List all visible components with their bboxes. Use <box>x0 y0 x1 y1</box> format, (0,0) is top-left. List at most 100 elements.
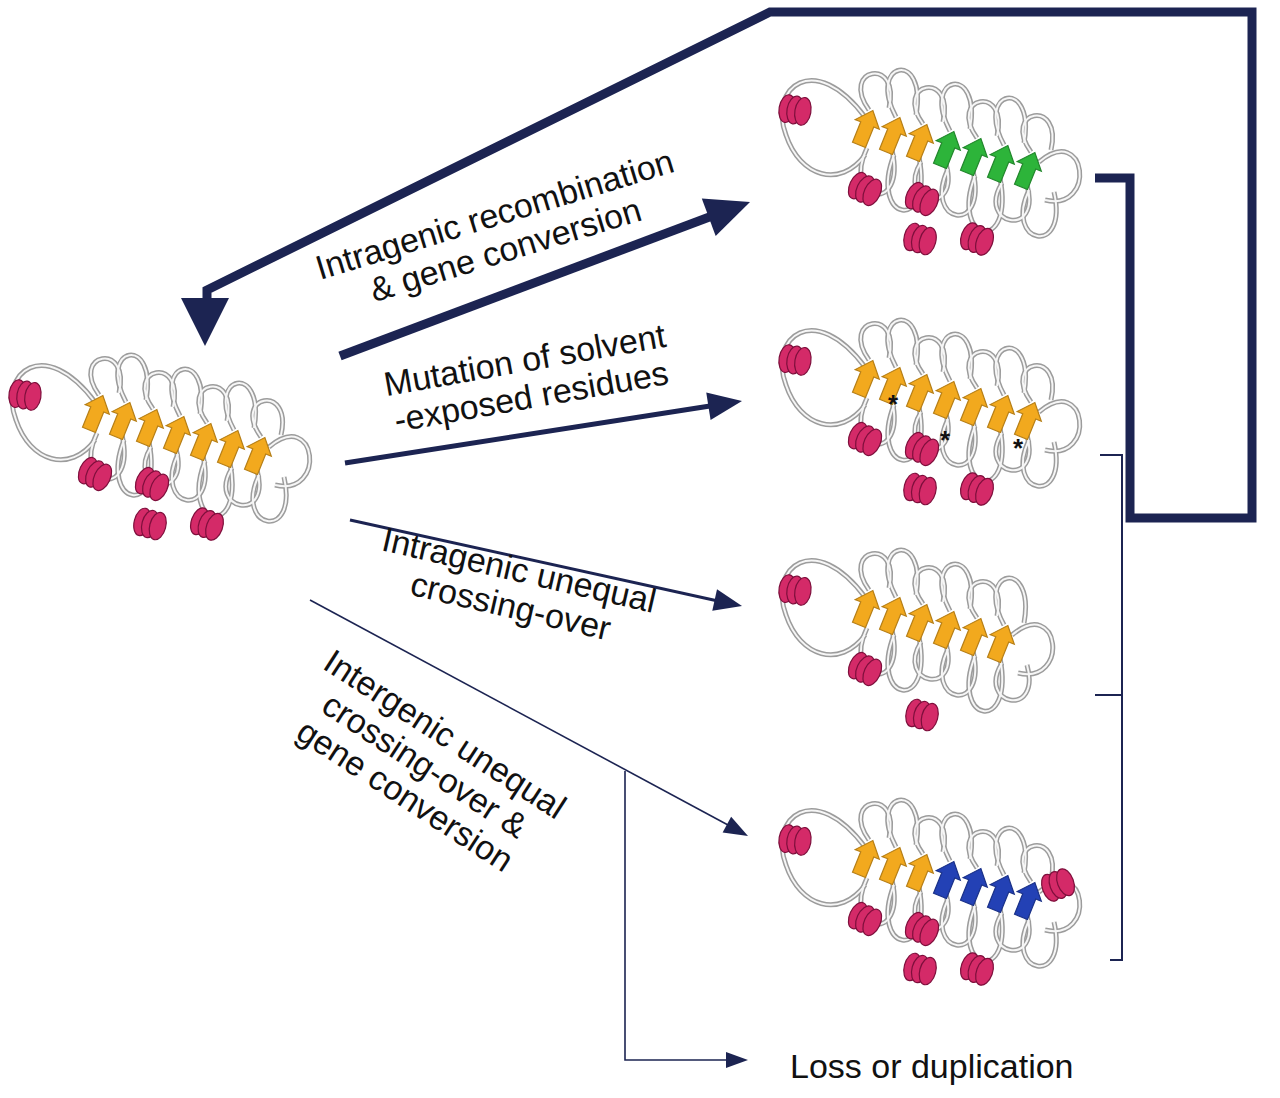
helix-turn <box>916 225 939 256</box>
alpha-helix <box>902 910 943 949</box>
beta-strand <box>928 857 966 901</box>
coil-loop-highlight <box>942 334 972 381</box>
coil-loop-highlight <box>915 88 945 124</box>
coil-loop-highlight <box>969 102 999 138</box>
helix-turn <box>859 906 885 938</box>
coil-loop <box>1039 402 1080 451</box>
strand-group <box>847 586 1020 665</box>
coil-loop-highlight <box>942 84 972 131</box>
beta-strand <box>212 426 250 470</box>
coil-loop-highlight <box>861 74 891 110</box>
alpha-helix <box>902 180 943 219</box>
coil-loop <box>1039 152 1080 201</box>
coil-loop-highlight <box>782 81 865 175</box>
coil-loop-highlight <box>888 320 918 367</box>
arrow-head <box>726 1052 748 1068</box>
helix-turn <box>972 956 997 988</box>
alpha-helix <box>132 465 173 504</box>
alpha-helix <box>845 650 886 689</box>
beta-strand <box>955 134 993 178</box>
helix-turn <box>146 510 169 541</box>
branch-line <box>625 771 728 1060</box>
coil-loop <box>1023 920 1056 966</box>
coil-loop <box>996 828 1026 875</box>
coil-loop-highlight <box>915 338 945 374</box>
helix-turn <box>916 186 942 218</box>
coil-loop-highlight <box>861 324 891 360</box>
coil-loop-highlight <box>861 554 891 590</box>
coil-loop-highlight <box>1023 366 1053 402</box>
coil-loop <box>1012 625 1053 674</box>
mutation-asterisk: * <box>935 426 955 454</box>
coil-loop <box>782 331 865 425</box>
coil-loop <box>12 366 95 460</box>
coil-loop-highlight <box>996 663 1029 700</box>
beta-strand <box>158 412 196 456</box>
helix-turn <box>972 226 997 258</box>
alpha-helix <box>777 93 813 126</box>
beta-strand <box>847 106 885 150</box>
bracket <box>1095 455 1122 960</box>
coil-loop-highlight <box>1039 152 1080 201</box>
helix-turn <box>89 461 115 493</box>
coil-loop-highlight <box>1012 625 1053 674</box>
coil-loop-highlight <box>172 369 202 416</box>
arrow-label: Intragenic recombination & gene conversi… <box>298 138 702 325</box>
helix-turn <box>916 916 942 948</box>
strand-group <box>77 391 277 477</box>
helix-turn <box>916 955 939 986</box>
loop-group <box>12 355 310 521</box>
coil-loop-highlight <box>996 578 1026 625</box>
coil-loop-highlight <box>888 800 918 847</box>
alpha-helix <box>845 900 886 939</box>
alpha-helix <box>777 343 813 376</box>
beta-strand <box>901 370 939 414</box>
helix-group <box>777 343 997 507</box>
alpha-helix <box>903 697 941 732</box>
arrow-label: Intergenic unequal crossing-over & gene … <box>271 638 578 891</box>
helix-group <box>777 823 1078 987</box>
helix-turn <box>916 475 939 506</box>
coil-loop-highlight <box>942 564 972 611</box>
coil-loop-highlight <box>253 401 283 437</box>
loop-group <box>782 70 1080 236</box>
beta-strand <box>1009 878 1047 922</box>
alpha-helix <box>131 506 169 541</box>
outcome-label: Loss or duplication <box>790 1048 1150 1085</box>
helix-turn <box>918 701 941 732</box>
coil-loop-highlight <box>1023 116 1053 152</box>
helix-turn <box>859 176 885 208</box>
arrow-head <box>181 298 229 346</box>
coil-loop <box>253 475 286 521</box>
alpha-helix <box>957 950 997 987</box>
coil-loop-highlight <box>915 568 945 604</box>
helix-turn <box>23 381 44 411</box>
coil-loop-highlight <box>269 437 310 486</box>
coil-loop <box>888 70 918 117</box>
coil-loop <box>996 348 1026 395</box>
coil-loop-highlight <box>996 98 1026 145</box>
coil-loop <box>269 437 310 486</box>
protein-ribbon <box>777 70 1080 258</box>
beta-strand <box>901 850 939 894</box>
mutation-asterisk: * <box>1008 434 1028 462</box>
alpha-helix <box>845 420 886 459</box>
beta-strand <box>928 607 966 651</box>
coil-loop-highlight <box>942 814 972 861</box>
beta-strand <box>239 433 277 477</box>
beta-strand <box>955 614 993 658</box>
beta-strand <box>104 398 142 442</box>
beta-strand <box>847 836 885 880</box>
arrow-label: Mutation of solvent -exposed residues <box>376 316 679 440</box>
coil-loop-highlight <box>888 635 921 690</box>
coil-loop-highlight <box>1039 402 1080 451</box>
mutation-asterisk: * <box>883 390 903 418</box>
protein-ribbon <box>777 550 1053 733</box>
coil-loop <box>1023 116 1053 152</box>
coil-loop-highlight <box>888 70 918 117</box>
alpha-helix <box>901 221 939 256</box>
coil-loop-highlight <box>782 331 865 425</box>
alpha-helix <box>75 455 116 494</box>
beta-strand <box>77 391 115 435</box>
